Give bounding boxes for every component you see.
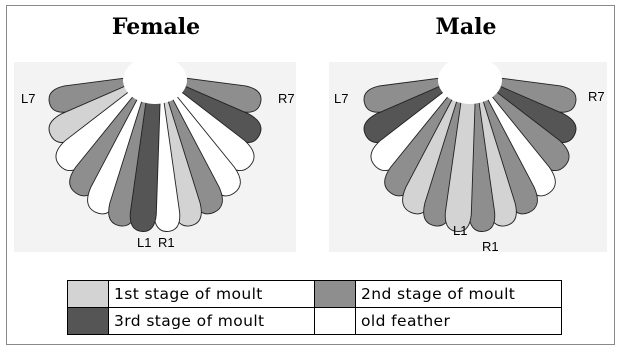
legend-swatch-2nd <box>315 281 356 308</box>
male-label-l1: L1 <box>453 223 467 238</box>
legend-label-1st: 1st stage of moult <box>109 281 315 308</box>
female-label-l7: L7 <box>21 91 35 106</box>
legend-label-3rd: 3rd stage of moult <box>109 308 315 335</box>
legend-swatch-1st <box>68 281 109 308</box>
male-label-r7: R7 <box>588 89 605 104</box>
legend-label-old: old feather <box>356 308 562 335</box>
female-label-r7: R7 <box>278 91 295 106</box>
male-tail-base <box>438 56 502 104</box>
female-label-r1: R1 <box>158 235 175 250</box>
moult-stage-legend: 1st stage of moult 2nd stage of moult 3r… <box>67 280 562 335</box>
male-tail-fan <box>359 56 581 233</box>
legend-swatch-3rd <box>68 308 109 335</box>
legend-label-2nd: 2nd stage of moult <box>356 281 562 308</box>
male-label-r1: R1 <box>482 239 499 254</box>
female-label-l1: L1 <box>137 235 151 250</box>
legend-swatch-old <box>315 308 356 335</box>
female-tail-base <box>123 56 187 104</box>
female-tail-fan <box>44 56 266 233</box>
male-label-l7: L7 <box>334 91 348 106</box>
